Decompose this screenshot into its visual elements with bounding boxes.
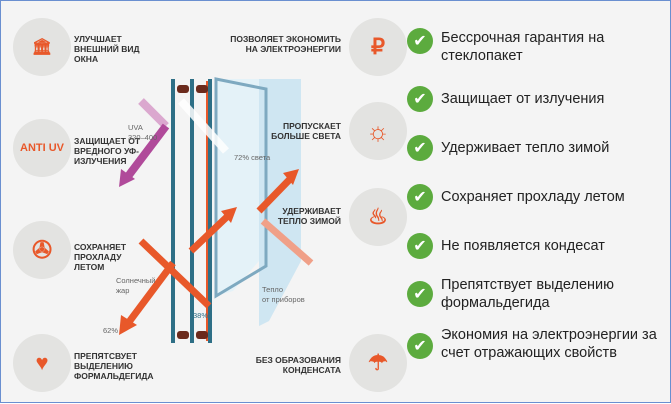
percent-38: 38% xyxy=(193,311,209,320)
center-label-3: Удерживает тепло зимой xyxy=(277,206,341,226)
arrowhead xyxy=(119,169,135,187)
glass-back xyxy=(259,79,301,326)
glass-pane xyxy=(216,79,259,296)
heat-label: Тепло xyxy=(262,285,284,294)
uva-range-label: 320–400 xyxy=(128,133,158,142)
keep-heat-arrow xyxy=(256,173,296,214)
sun-icon: ☼ xyxy=(349,102,407,160)
check-icon: ✔ xyxy=(407,86,433,112)
left-label-2: Защищает от вредного УФ-излучения xyxy=(74,136,141,166)
umbrella-drop-icon: ☂ xyxy=(349,334,407,392)
uva-label: UVA xyxy=(128,123,143,132)
check-icon: ✔ xyxy=(407,28,433,54)
check-icon: ✔ xyxy=(407,135,433,161)
sun-label-2: жар xyxy=(116,286,130,295)
spacer xyxy=(196,331,208,339)
benefit-3: Удерживает тепло зимой xyxy=(441,140,610,156)
benefit-7: Экономия на электроэнергии за счет отраж… xyxy=(441,327,657,361)
percent-62: 62% xyxy=(103,326,119,335)
center-label-4: Без образования конденсата xyxy=(255,355,341,375)
left-label-4: Препятсвует выделению формальдегида xyxy=(74,351,154,381)
left-label-3: Сохраняет прохладу летом xyxy=(74,242,127,272)
check-icon: ✔ xyxy=(407,233,433,259)
spacer xyxy=(177,331,189,339)
light-arrow xyxy=(178,98,229,154)
check-icon: ✔ xyxy=(407,184,433,210)
arrowhead xyxy=(283,169,299,185)
benefit-4: Сохраняет прохладу летом xyxy=(441,189,625,205)
arrowhead xyxy=(119,315,137,335)
fan-icon: ✇ xyxy=(13,221,71,279)
heat-arrow xyxy=(188,210,234,254)
reflect-arrow xyxy=(123,260,176,329)
uv-arrow-out xyxy=(122,123,170,182)
heat-label-2: от приборов xyxy=(262,295,305,304)
sun-heat-arrow xyxy=(138,238,212,309)
benefit-5: Не появляется кондесат xyxy=(441,238,605,254)
arrowhead xyxy=(221,207,237,223)
benefit-6: Препятствует выделению формальдегида xyxy=(441,277,615,311)
center-label-2: Пропускает больше света xyxy=(271,121,341,141)
spacer xyxy=(177,85,189,93)
column-icon: 🏛 xyxy=(13,18,71,76)
light-label: 72% света xyxy=(234,153,271,162)
spacer xyxy=(196,85,208,93)
check-icon: ✔ xyxy=(407,281,433,307)
uv-arrow-in xyxy=(138,98,169,129)
coins-ruble-icon: ₽ xyxy=(349,18,407,76)
anti-uv-icon: ANTI UV xyxy=(13,119,71,177)
warm-heater-icon: ♨ xyxy=(349,188,407,246)
left-label-1: Улучшает внешний вид окна xyxy=(74,34,140,64)
sun-label: Солнечный xyxy=(116,276,156,285)
shield-heart-icon: ♥ xyxy=(13,334,71,392)
benefit-1: Бессрочная гарантия на стеклопакет xyxy=(441,30,605,64)
check-icon: ✔ xyxy=(407,333,433,359)
center-label-1: Позволяет экономить на электроэнергии xyxy=(230,34,341,54)
heat-in-arrow xyxy=(260,218,314,266)
benefit-2: Защищает от излучения xyxy=(441,91,605,107)
